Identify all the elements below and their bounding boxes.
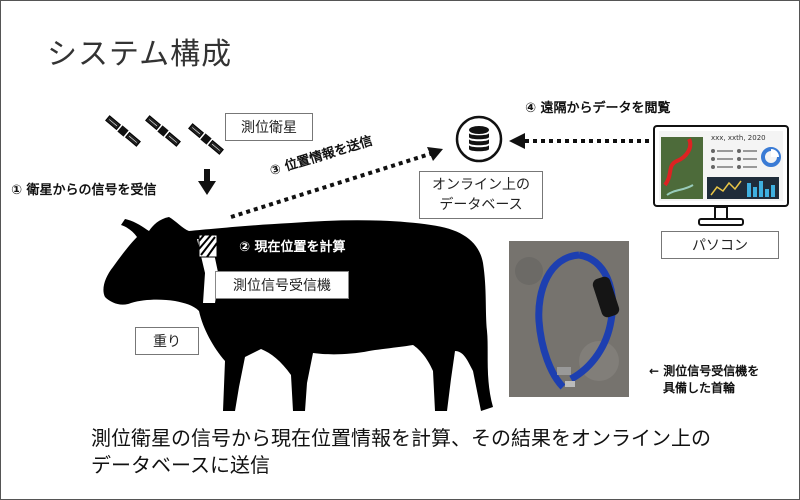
collar-image bbox=[509, 241, 629, 397]
weight-label: 重り bbox=[135, 327, 199, 355]
monitor-date: xxx, xxth, 2020 bbox=[711, 134, 766, 142]
receiver-label: 測位信号受信機 bbox=[215, 271, 349, 299]
upload-arrow bbox=[230, 147, 443, 219]
step1-label: ① 衛星からの信号を受信 bbox=[11, 183, 157, 198]
collar-photo bbox=[509, 241, 629, 397]
satellite-icon bbox=[145, 115, 181, 147]
caption-line1: 測位衛星の信号から現在位置情報を計算、その結果をオンライン上の bbox=[91, 426, 711, 450]
view-arrow bbox=[509, 133, 653, 149]
cow-silhouette bbox=[103, 217, 493, 411]
satellite-label: 測位衛星 bbox=[225, 113, 313, 141]
database-label-line1: オンライン上の bbox=[432, 177, 530, 193]
step2-label: ② 現在位置を計算 bbox=[239, 240, 346, 255]
satellites-group bbox=[105, 115, 224, 155]
step4-label: ④ 遠隔からデータを閲覧 bbox=[525, 101, 671, 116]
database-label-line2: データベース bbox=[439, 197, 523, 213]
page-title: システム構成 bbox=[47, 37, 233, 72]
pc-label: パソコン bbox=[661, 231, 779, 259]
satellite-icon bbox=[105, 115, 141, 147]
collar-note-line2: 具備した首輪 bbox=[663, 381, 736, 395]
database-label: オンライン上の データベース bbox=[419, 171, 543, 219]
caption: 測位衛星の信号から現在位置情報を計算、その結果をオンライン上の データベースに送… bbox=[91, 425, 711, 479]
signal-down-arrow bbox=[198, 169, 216, 195]
monitor-icon bbox=[653, 125, 789, 226]
collar-note-line1: ← 測位信号受信機を bbox=[649, 364, 760, 378]
database-icon bbox=[455, 115, 503, 163]
collar-note: ← 測位信号受信機を 具備した首輪 bbox=[649, 363, 759, 397]
satellite-icon bbox=[188, 123, 224, 155]
caption-line2: データベースに送信 bbox=[91, 453, 270, 477]
